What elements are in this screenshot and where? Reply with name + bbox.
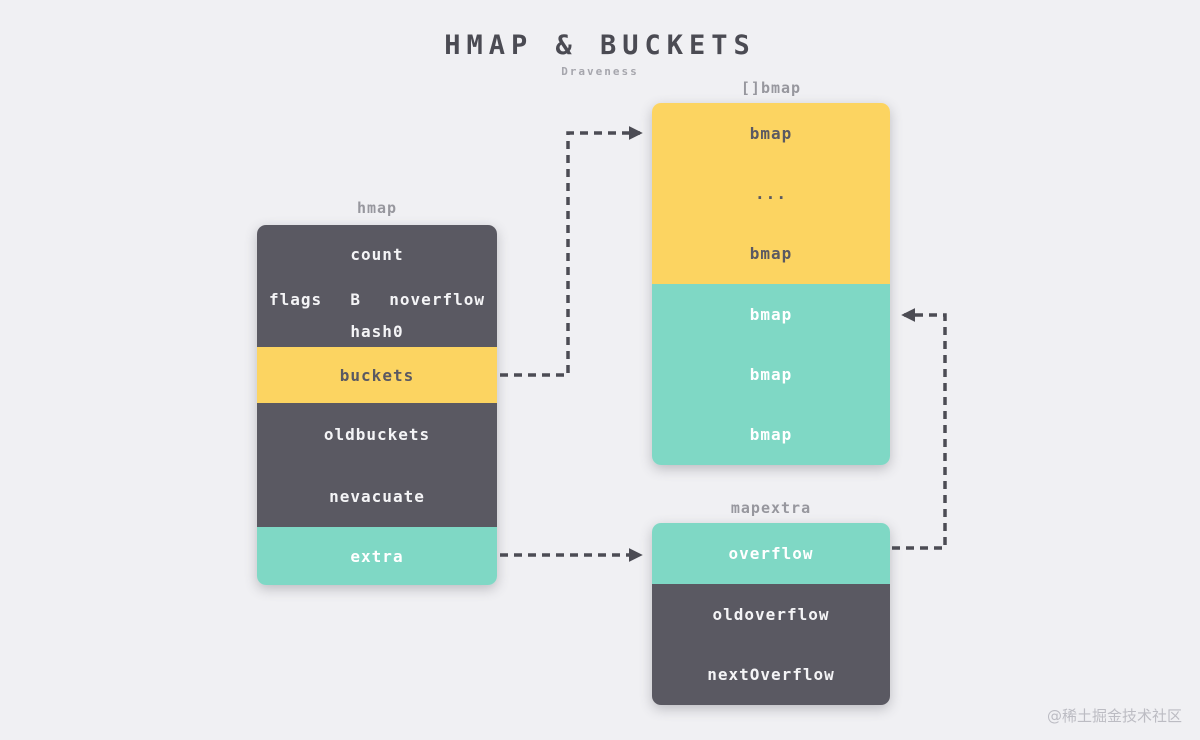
hmap-label: hmap bbox=[356, 199, 398, 217]
hmap-b-label: B bbox=[350, 289, 362, 309]
mapextra-label: mapextra bbox=[730, 499, 812, 517]
arrow-overflow-to-bmap bbox=[892, 308, 947, 550]
hmap-buckets-label: buckets bbox=[339, 365, 415, 385]
watermark: @稀土掘金技术社区 bbox=[1046, 707, 1182, 725]
hmap-row-count: count bbox=[257, 225, 497, 283]
mapextra-struct: overflow oldoverflow nextOverflow bbox=[652, 523, 890, 705]
mapextra-oldoverflow-label: oldoverflow bbox=[712, 604, 830, 624]
bmap-overflow-row: bmap bbox=[652, 404, 890, 465]
mapextra-nextoverflow-label: nextOverflow bbox=[707, 665, 835, 685]
bmap-row: bmap bbox=[652, 223, 890, 284]
mapextra-row-nextoverflow: nextOverflow bbox=[652, 644, 890, 705]
hmap-row-oldbuckets: oldbuckets bbox=[257, 403, 497, 465]
bmap-ellipsis-label: ... bbox=[755, 183, 787, 203]
mapextra-row-oldoverflow: oldoverflow bbox=[652, 583, 890, 645]
bmap-label: bmap bbox=[749, 244, 793, 264]
hmap-row-buckets: buckets bbox=[257, 347, 497, 403]
hmap-extra-label: extra bbox=[350, 546, 404, 566]
bmap-overflow-row: bmap bbox=[652, 344, 890, 405]
mapextra-row-overflow: overflow bbox=[652, 523, 890, 584]
bmap-row: bmap bbox=[652, 103, 890, 164]
bmap-label: bmap bbox=[749, 304, 793, 324]
arrow-buckets-to-bmap bbox=[500, 126, 643, 377]
hmap-count-label: count bbox=[350, 244, 404, 264]
diagram-subtitle: Draveness bbox=[561, 65, 639, 78]
bmap-label: bmap bbox=[749, 364, 793, 384]
hmap-row-extra: extra bbox=[257, 527, 497, 585]
bmap-overflow-row: bmap bbox=[652, 283, 890, 345]
mapextra-overflow-label: overflow bbox=[728, 543, 814, 563]
hmap-nevacuate-label: nevacuate bbox=[329, 486, 425, 506]
bmap-array: bmap ... bmap bmap bmap bmap bbox=[652, 103, 890, 465]
hmap-hash0-label: hash0 bbox=[350, 321, 404, 341]
hmap-noverflow-label: noverflow bbox=[389, 289, 485, 309]
bmap-row-ellipsis: ... bbox=[652, 163, 890, 224]
hmap-row-nevacuate: nevacuate bbox=[257, 465, 497, 527]
bmap-array-label: []bmap bbox=[740, 79, 802, 97]
hmap-row-hash0: hash0 bbox=[257, 315, 497, 347]
bmap-label: bmap bbox=[749, 123, 793, 143]
hmap-struct: count flags B noverflow hash0 buckets ol… bbox=[257, 225, 497, 585]
hmap-row-flags: flags B noverflow bbox=[257, 283, 497, 315]
hmap-oldbuckets-label: oldbuckets bbox=[323, 424, 431, 444]
bmap-label: bmap bbox=[749, 425, 793, 445]
hmap-flags-label: flags bbox=[269, 289, 323, 309]
diagram-title: HMAP & BUCKETS bbox=[444, 30, 756, 61]
